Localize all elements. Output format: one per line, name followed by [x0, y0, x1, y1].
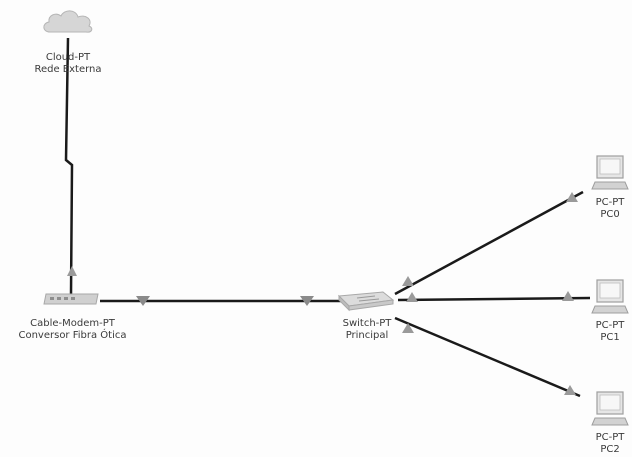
link-status-down-icon	[300, 296, 314, 306]
pc-icon[interactable]	[590, 388, 630, 430]
device-name: Rede Externa	[34, 64, 102, 75]
cable-modem-icon[interactable]	[40, 290, 102, 308]
device-label-switch: Switch-PT Principal	[322, 318, 412, 342]
link-switch-pc0[interactable]	[394, 190, 584, 296]
link-status-up-icon	[406, 292, 418, 302]
device-type: PC-PT	[595, 432, 625, 443]
link-switch-pc2[interactable]	[394, 316, 581, 398]
link-status-up-icon	[564, 385, 576, 395]
device-type: PC-PT	[595, 197, 625, 208]
device-label-pc2: PC-PT PC2	[588, 432, 632, 456]
pc-icon[interactable]	[590, 152, 630, 194]
device-type: Cable-Modem-PT	[30, 318, 115, 329]
link-cloud-modem[interactable]	[64, 37, 74, 296]
device-name: PC1	[600, 332, 620, 343]
device-type: PC-PT	[595, 320, 625, 331]
device-label-pc1: PC-PT PC1	[588, 320, 632, 344]
device-name: Principal	[345, 330, 389, 341]
device-label-pc0: PC-PT PC0	[588, 197, 632, 221]
device-label-modem: Cable-Modem-PT Conversor Fibra Ótica	[0, 318, 145, 342]
device-name: PC2	[600, 444, 620, 455]
device-name: Conversor Fibra Ótica	[18, 330, 127, 341]
pc-icon[interactable]	[590, 276, 630, 318]
link-switch-pc1[interactable]	[397, 296, 591, 302]
device-type: Cloud-PT	[45, 52, 91, 63]
link-status-up-icon	[402, 323, 414, 333]
cloud-icon[interactable]	[40, 6, 96, 36]
link-status-up-icon	[67, 266, 77, 276]
link-status-up-icon	[566, 192, 578, 202]
switch-icon[interactable]	[335, 288, 397, 314]
device-label-cloud: Cloud-PT Rede Externa	[18, 52, 118, 76]
link-status-down-icon	[136, 296, 150, 306]
device-name: PC0	[600, 209, 620, 220]
link-status-up-icon	[402, 276, 414, 286]
device-type: Switch-PT	[342, 318, 392, 329]
link-status-up-icon	[562, 291, 574, 301]
